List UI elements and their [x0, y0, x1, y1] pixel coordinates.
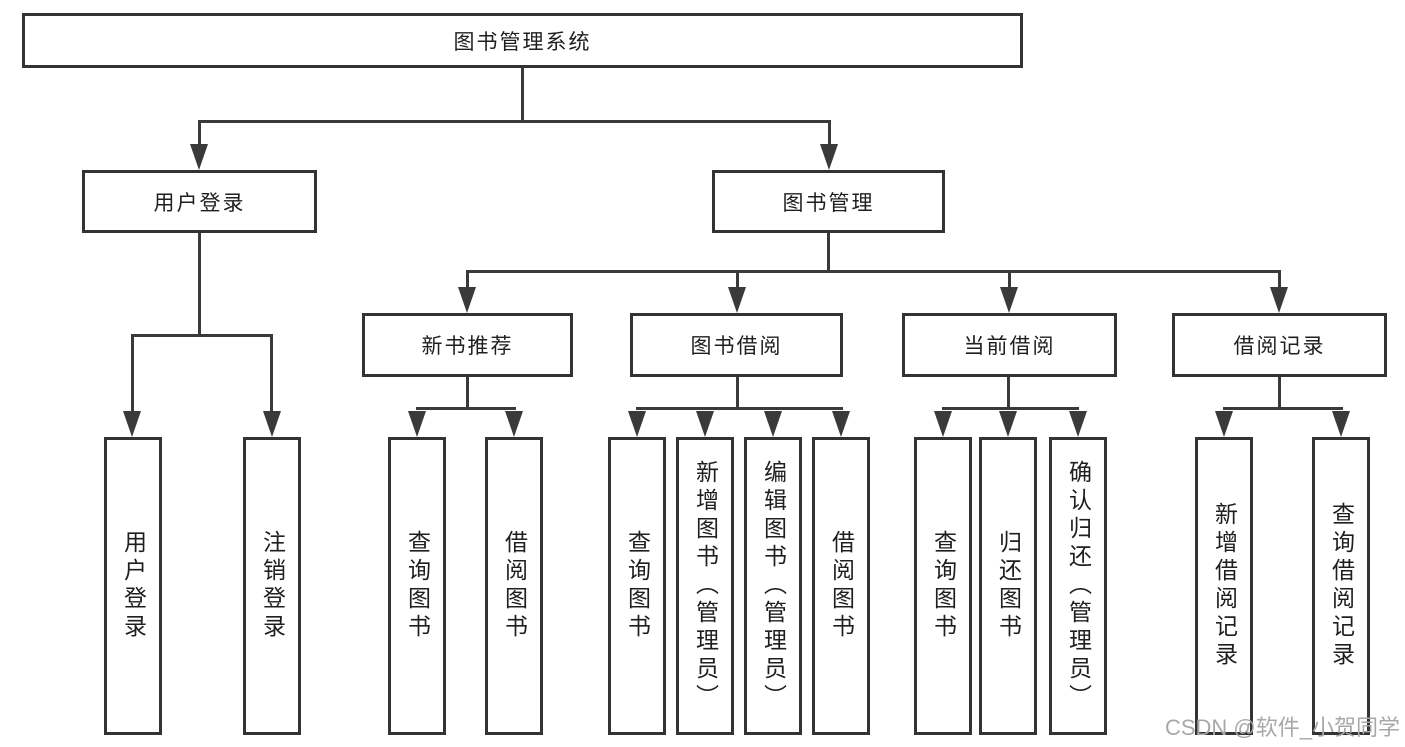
node-borrow-records-label: 借阅记录 [1233, 335, 1326, 358]
leaf-add-borrow-record-label: 新增借阅记录 [1211, 502, 1238, 670]
arrow-down-query-book-recommend [408, 411, 426, 437]
leaf-add-borrow-record: 新增借阅记录 [1195, 437, 1253, 735]
leaf-query-book-recommend: 查询图书 [388, 437, 446, 735]
leaf-borrow-book-recommend-label: 借阅图书 [501, 530, 528, 642]
leaf-edit-book-admin-label: 编辑图书（管理员） [760, 460, 787, 712]
node-user-login-label: 用户登录 [153, 191, 246, 215]
arrow-down-book-borrow [728, 287, 746, 313]
node-book-borrow-label: 图书借阅 [690, 335, 783, 358]
leaf-add-book-admin: 新增图书（管理员） [676, 437, 734, 735]
leaf-query-book-borrow-label: 查询图书 [624, 530, 651, 642]
connector-user-login-drop [198, 233, 201, 337]
connector-current-borrow-bar [942, 407, 1079, 410]
arrow-down-query-borrow-record [1332, 411, 1350, 437]
node-book-management-label: 图书管理 [782, 191, 875, 215]
arrow-down-leaf-user-login [123, 411, 141, 437]
connector-leaf-user-login-stub [131, 334, 134, 414]
arrow-down-add-borrow-record [1215, 411, 1233, 437]
connector-book-borrow-stub [736, 270, 739, 290]
node-current-borrow: 当前借阅 [902, 313, 1117, 377]
connector-book-management-drop [827, 233, 830, 273]
leaf-query-book-recommend-label: 查询图书 [404, 530, 431, 642]
arrow-down-borrow-records [1270, 287, 1288, 313]
connector-borrow-records-drop [1278, 377, 1281, 410]
node-book-management: 图书管理 [712, 170, 945, 233]
connector-new-book-drop [466, 377, 469, 410]
arrow-down-return-book [999, 411, 1017, 437]
csdn-watermark: CSDN @软件_小贺同学 [1164, 715, 1400, 740]
node-user-login: 用户登录 [82, 170, 317, 233]
arrow-down-user-login [190, 144, 208, 170]
leaf-borrow-book: 借阅图书 [812, 437, 870, 735]
leaf-query-book-borrow: 查询图书 [608, 437, 666, 735]
connector-borrow-records-stub [1278, 270, 1281, 290]
connector-root-bar [198, 120, 831, 123]
leaf-query-borrow-record: 查询借阅记录 [1312, 437, 1370, 735]
arrow-down-borrow-book-recommend [505, 411, 523, 437]
arrow-down-query-book-borrow [628, 411, 646, 437]
arrow-down-current-borrow [1000, 287, 1018, 313]
leaf-add-book-admin-label: 新增图书（管理员） [692, 460, 719, 712]
connector-book-borrow-drop [736, 377, 739, 410]
leaf-edit-book-admin: 编辑图书（管理员） [744, 437, 802, 735]
arrow-down-new-book-recommend [458, 287, 476, 313]
leaf-query-borrow-record-label: 查询借阅记录 [1328, 502, 1355, 670]
arrow-down-leaf-logout [263, 411, 281, 437]
leaf-borrow-book-recommend: 借阅图书 [485, 437, 543, 735]
arrow-down-query-book-current [934, 411, 952, 437]
node-borrow-records: 借阅记录 [1172, 313, 1387, 377]
leaf-user-login-label: 用户登录 [120, 530, 147, 642]
connector-borrow-records-bar [1223, 407, 1343, 410]
arrow-down-confirm-return-admin [1069, 411, 1087, 437]
connector-new-book-stub [466, 270, 469, 290]
connector-book-management-bar [466, 270, 1281, 273]
connector-user-login-stub [198, 120, 201, 148]
leaf-query-book-current-label: 查询图书 [930, 530, 957, 642]
connector-new-book-bar [416, 407, 516, 410]
leaf-borrow-book-label: 借阅图书 [828, 530, 855, 642]
node-root: 图书管理系统 [22, 13, 1023, 68]
connector-book-management-stub [828, 120, 831, 148]
node-new-book-recommend-label: 新书推荐 [421, 335, 514, 358]
node-book-borrow: 图书借阅 [630, 313, 843, 377]
connector-root-drop [521, 68, 524, 122]
leaf-logout-label: 注销登录 [259, 530, 286, 642]
node-current-borrow-label: 当前借阅 [963, 335, 1056, 358]
node-new-book-recommend: 新书推荐 [362, 313, 573, 377]
leaf-query-book-current: 查询图书 [914, 437, 972, 735]
arrow-down-edit-book-admin [764, 411, 782, 437]
leaf-user-login: 用户登录 [104, 437, 162, 735]
leaf-confirm-return-admin-label: 确认归还（管理员） [1065, 460, 1092, 712]
leaf-return-book: 归还图书 [979, 437, 1037, 735]
leaf-confirm-return-admin: 确认归还（管理员） [1049, 437, 1107, 735]
arrow-down-add-book-admin [696, 411, 714, 437]
leaf-logout: 注销登录 [243, 437, 301, 735]
connector-book-borrow-bar [636, 407, 843, 410]
connector-current-borrow-stub [1008, 270, 1011, 290]
connector-user-login-bar [131, 334, 273, 337]
connector-leaf-logout-stub [270, 334, 273, 414]
connector-current-borrow-drop [1007, 377, 1010, 410]
node-root-label: 图书管理系统 [453, 30, 592, 54]
arrow-down-borrow-book [832, 411, 850, 437]
leaf-return-book-label: 归还图书 [995, 530, 1022, 642]
arrow-down-book-management [820, 144, 838, 170]
